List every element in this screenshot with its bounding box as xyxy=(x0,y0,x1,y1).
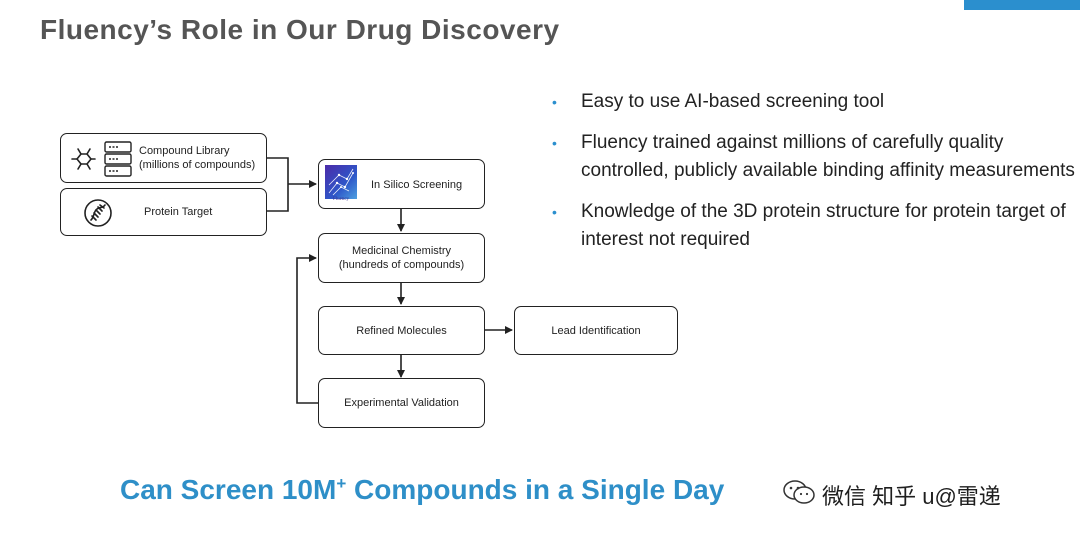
medicinal-chemistry-subtitle: (hundreds of compounds) xyxy=(338,259,465,271)
bullet-text: Fluency trained against millions of care… xyxy=(581,132,1075,181)
lead-identification-box: Lead Identification xyxy=(514,306,678,355)
refined-molecules-label: Refined Molecules xyxy=(356,324,447,337)
bullet-item: • Easy to use AI-based screening tool xyxy=(552,88,1080,116)
banner-suffix: Compounds in a Single Day xyxy=(346,474,725,505)
in-silico-screening-label: In Silico Screening xyxy=(371,179,463,191)
medicinal-chemistry-box: Medicinal Chemistry (hundreds of compoun… xyxy=(318,233,485,283)
bullet-dot-icon: • xyxy=(552,94,557,110)
fluency-logo-icon: Fluency xyxy=(325,165,357,202)
protein-target-box: Protein Target xyxy=(60,188,267,236)
database-rack-icon xyxy=(103,140,133,182)
watermark-text: 微信 知乎 u@雷递 xyxy=(822,484,1001,509)
watermark: 微信 知乎 u@雷递 xyxy=(782,478,1001,512)
banner-prefix: Can Screen 10M xyxy=(120,474,337,505)
fluency-logo-caption: Fluency xyxy=(332,197,350,202)
headline-banner: Can Screen 10M+ Compounds in a Single Da… xyxy=(120,474,724,506)
bullet-item: • Knowledge of the 3D protein structure … xyxy=(552,198,1080,254)
compound-library-subtitle: (millions of compounds) xyxy=(139,159,256,171)
bullet-list: • Easy to use AI-based screening tool • … xyxy=(552,88,1080,267)
protein-target-label: Protein Target xyxy=(144,206,213,218)
dna-strand-icon xyxy=(83,198,113,232)
corner-tab xyxy=(964,0,1080,10)
bullet-dot-icon: • xyxy=(552,135,557,151)
lead-identification-label: Lead Identification xyxy=(551,324,641,337)
molecule-icon xyxy=(69,145,97,177)
bullet-item: • Fluency trained against millions of ca… xyxy=(552,129,1080,185)
connector-library-to-merge xyxy=(267,157,289,212)
experimental-validation-box: Experimental Validation xyxy=(318,378,485,428)
compound-library-title: Compound Library xyxy=(139,145,230,157)
bullet-dot-icon: • xyxy=(552,204,557,220)
bullet-text: Knowledge of the 3D protein structure fo… xyxy=(581,201,1066,250)
experimental-validation-label: Experimental Validation xyxy=(344,397,459,409)
bullet-text: Easy to use AI-based screening tool xyxy=(581,91,885,112)
refined-molecules-box: Refined Molecules xyxy=(318,306,485,355)
medicinal-chemistry-title: Medicinal Chemistry xyxy=(351,245,451,257)
arrow-validation-feedback-loop xyxy=(296,254,318,404)
wechat-icon xyxy=(782,478,816,512)
slide-title: Fluency’s Role in Our Drug Discovery xyxy=(40,14,560,45)
in-silico-screening-box: Fluency In Silico Screening xyxy=(318,159,485,209)
banner-superscript: + xyxy=(336,474,347,493)
compound-library-box: Compound Library (millions of compounds) xyxy=(60,133,267,183)
